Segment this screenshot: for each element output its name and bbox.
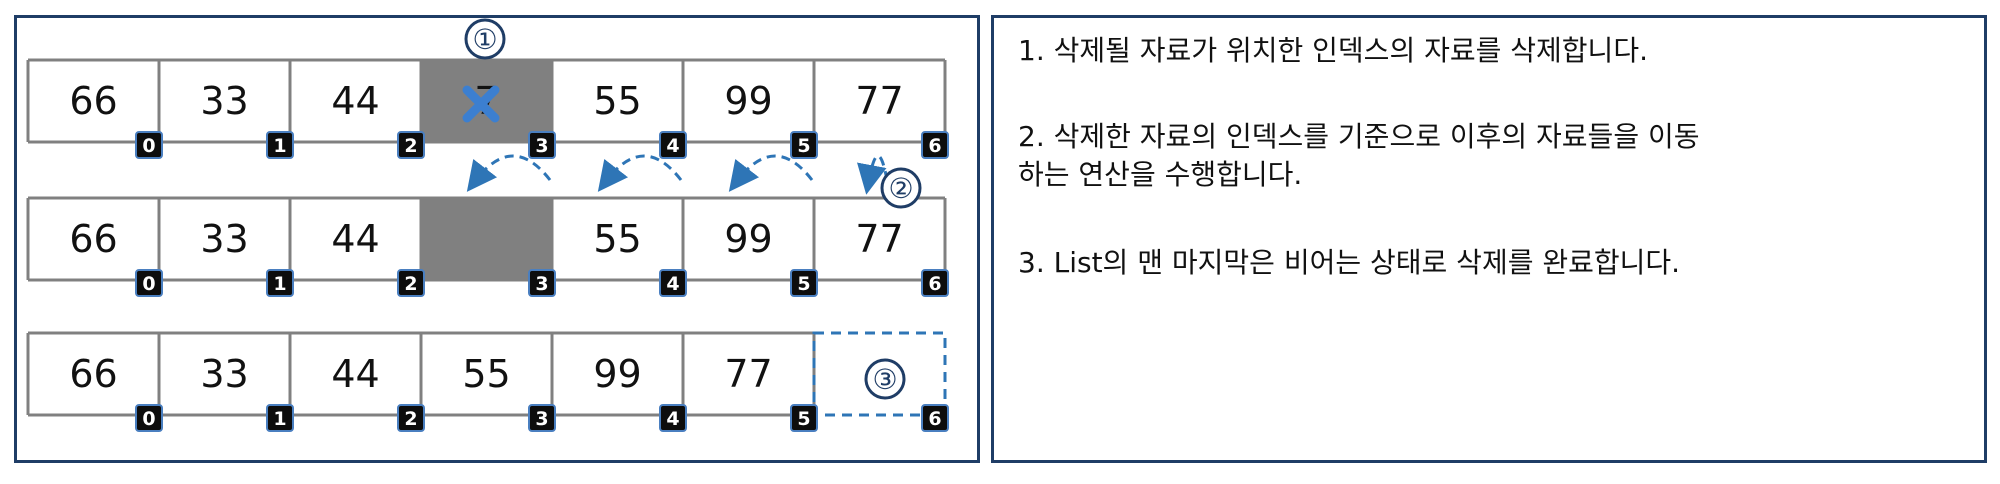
shift-arrow <box>466 154 552 192</box>
cell-value: 44 <box>331 352 379 396</box>
cell-value: 77 <box>724 352 772 396</box>
index-label: 4 <box>666 408 679 430</box>
index-label: 4 <box>666 273 679 295</box>
step-marker-label: ① <box>472 23 497 56</box>
cell-value: 66 <box>69 79 117 123</box>
index-label: 1 <box>273 135 286 157</box>
cell-value: 44 <box>331 79 379 123</box>
empty-last-slot <box>812 331 947 417</box>
index-label: 5 <box>797 408 810 430</box>
shift-arrow <box>857 154 889 195</box>
step-marker: ② <box>880 167 922 209</box>
step1-description: 1. 삭제될 자료가 위치한 인덱스의 자료를 삭제합니다. <box>1018 34 1648 67</box>
cell-value: 33 <box>200 217 248 261</box>
index-badge: 6 <box>921 269 949 297</box>
index-badge: 4 <box>659 269 687 297</box>
index-badge: 3 <box>528 404 556 432</box>
index-label: 6 <box>928 135 941 157</box>
cross-icon <box>462 85 500 123</box>
index-badge: 2 <box>397 131 425 159</box>
index-label: 4 <box>666 135 679 157</box>
step3-description: 3. List의 맨 마지막은 비어는 상태로 삭제를 완료합니다. <box>1018 246 1681 279</box>
description-panel: 1. 삭제될 자료가 위치한 인덱스의 자료를 삭제합니다. 2. 삭제한 자료… <box>991 15 1987 463</box>
index-label: 6 <box>928 273 941 295</box>
index-label: 5 <box>797 135 810 157</box>
index-badge: 0 <box>135 269 163 297</box>
cell-value: 99 <box>724 217 772 261</box>
index-badge: 1 <box>266 269 294 297</box>
index-label: 0 <box>142 135 155 157</box>
index-badge: 5 <box>790 269 818 297</box>
step2-description-line2: 하는 연산을 수행합니다. <box>1018 158 1303 191</box>
index-badge: 2 <box>397 269 425 297</box>
shift-arrow <box>728 154 814 192</box>
index-badge: 0 <box>135 404 163 432</box>
cell-value: 77 <box>855 79 903 123</box>
index-badge: 6 <box>921 131 949 159</box>
index-badge: 3 <box>528 131 556 159</box>
array-row: 66 33 44 55 99 77 0 1 2 3 4 5 6 <box>26 331 949 432</box>
index-label: 5 <box>797 273 810 295</box>
index-badge: 5 <box>790 131 818 159</box>
deleted-cell-fill <box>421 198 552 280</box>
index-label: 3 <box>535 408 548 430</box>
index-badge: 1 <box>266 131 294 159</box>
index-badge: 4 <box>659 131 687 159</box>
index-label: 0 <box>142 408 155 430</box>
cell-value: 44 <box>331 217 379 261</box>
index-badge: 2 <box>397 404 425 432</box>
array-row: 66334475599770123456 <box>26 58 949 159</box>
index-label: 3 <box>535 273 548 295</box>
index-badge: 3 <box>528 269 556 297</box>
index-label: 1 <box>273 273 286 295</box>
step-marker-label: ② <box>888 172 913 205</box>
index-badge: 0 <box>135 131 163 159</box>
index-label: 2 <box>404 273 417 295</box>
index-label: 6 <box>928 408 941 430</box>
array-deletion-diagram: 6633447559977012345666334455997701234566… <box>26 18 949 432</box>
cell-value: 77 <box>855 217 903 261</box>
array-diagram-panel: 6633447559977012345666334455997701234566… <box>14 15 980 463</box>
index-label: 2 <box>404 408 417 430</box>
step-marker: ③ <box>864 358 906 400</box>
cell-value: 99 <box>724 79 772 123</box>
index-label: 0 <box>142 273 155 295</box>
index-label: 2 <box>404 135 417 157</box>
cell-value: 99 <box>593 352 641 396</box>
index-label: 1 <box>273 408 286 430</box>
index-badge: 5 <box>790 404 818 432</box>
cell-value: 66 <box>69 352 117 396</box>
cell-value: 55 <box>593 217 641 261</box>
cell-value: 55 <box>462 352 510 396</box>
cell-value: 33 <box>200 352 248 396</box>
step2-description-line1: 2. 삭제한 자료의 인덱스를 기준으로 이후의 자료들을 이동 <box>1018 120 1700 153</box>
index-label: 3 <box>535 135 548 157</box>
step-marker-label: ③ <box>872 363 897 396</box>
step-marker: ① <box>464 18 506 60</box>
index-badge: 1 <box>266 404 294 432</box>
index-badge: 6 <box>921 404 949 432</box>
cell-value: 66 <box>69 217 117 261</box>
shift-arrow <box>597 154 683 192</box>
index-badge: 4 <box>659 404 687 432</box>
cell-value: 55 <box>593 79 641 123</box>
cell-value: 33 <box>200 79 248 123</box>
array-row: 66 33 44 55 99 77 0 1 2 3 4 5 6 <box>26 196 949 297</box>
